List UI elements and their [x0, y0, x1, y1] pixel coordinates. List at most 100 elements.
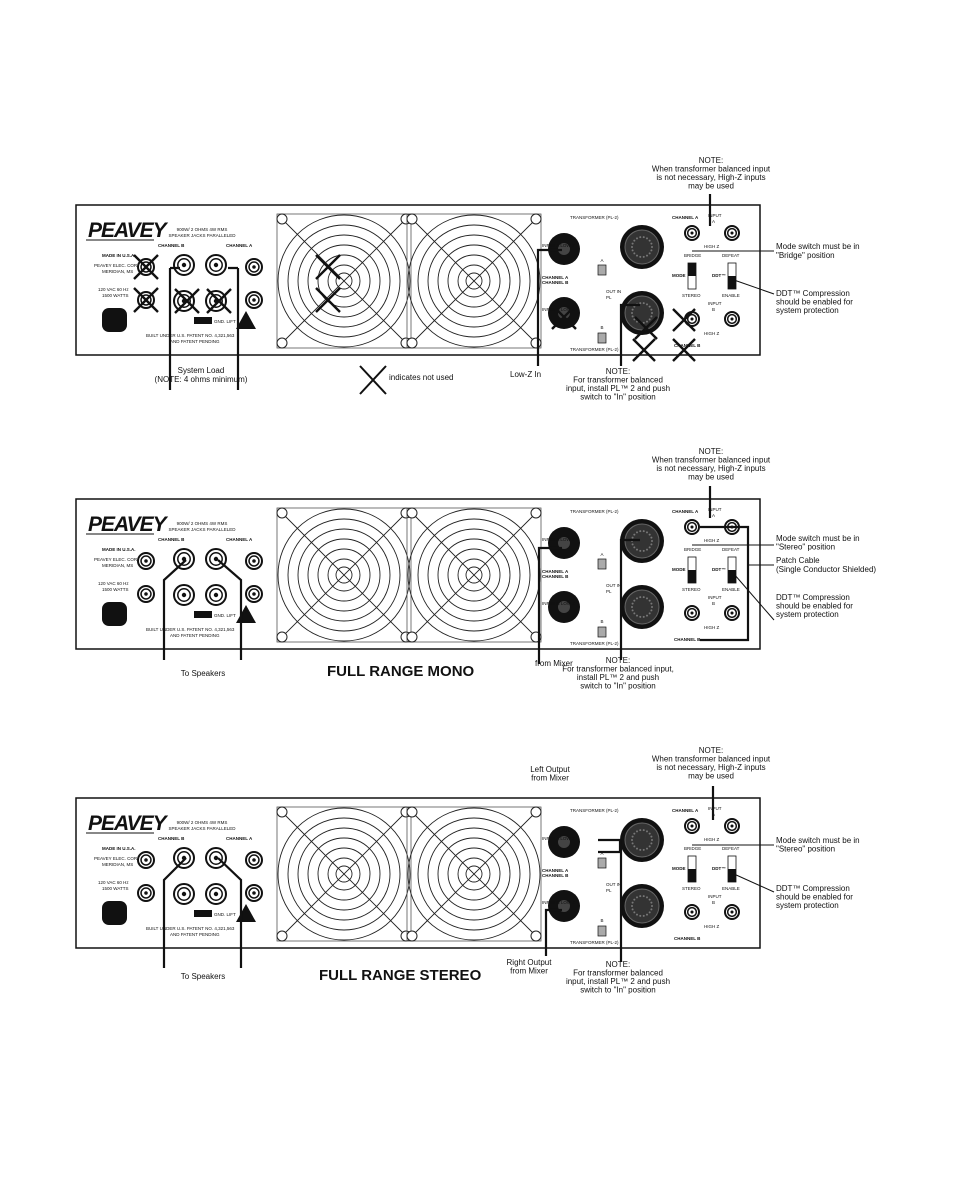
mode-label: MODE — [672, 866, 686, 871]
high-z-jack-a1[interactable] — [684, 818, 700, 834]
speaker-jack[interactable] — [173, 883, 195, 905]
ground-lift-label: GND. LIFT — [214, 912, 236, 917]
pl-label: PL — [606, 888, 612, 893]
speaker-jack[interactable] — [205, 847, 227, 869]
system-load-cable — [168, 266, 240, 390]
not-used-x-mark — [632, 338, 656, 362]
transformer-b-connector[interactable] — [620, 291, 664, 335]
transformer-a-connector[interactable] — [620, 225, 664, 269]
stereo-top-note-line-0: NOTE: — [699, 746, 723, 755]
binding-post[interactable] — [245, 884, 263, 902]
binding-post[interactable] — [245, 552, 263, 570]
input-b-letter: B — [712, 307, 715, 312]
high-z-jack-b1[interactable] — [684, 605, 700, 621]
power-cord-socket[interactable] — [102, 602, 127, 626]
speaker-rating-label: 900W/ 2 OHMS 4W RMS — [177, 227, 228, 232]
input-b-letter: B — [712, 601, 715, 606]
binding-post[interactable] — [245, 851, 263, 869]
power-cord-socket[interactable] — [102, 901, 127, 925]
transformer-b-connector[interactable] — [620, 884, 664, 928]
input-a-label: INPUT A LOW Z — [542, 537, 575, 542]
patent-pending-label: AND PATENT PENDING — [170, 932, 220, 937]
input-b-lowz-jack[interactable] — [548, 591, 580, 623]
input-b-lowz-jack[interactable] — [548, 297, 580, 329]
binding-post[interactable] — [137, 552, 155, 570]
high-z-jack-b1[interactable] — [684, 904, 700, 920]
high-z-jack-b2[interactable] — [724, 311, 740, 327]
transformer-note-leader — [619, 538, 640, 660]
high-z-jack-b2[interactable] — [724, 605, 740, 621]
high-z-jack-a2[interactable] — [724, 225, 740, 241]
speaker-jack[interactable] — [205, 290, 227, 312]
lowz-cable — [536, 248, 562, 366]
stereo-ddt-note-line-2: system protection — [776, 901, 839, 910]
input-a-lowz-jack[interactable] — [548, 826, 580, 858]
patch-cable-note-line-0: Patch Cable — [776, 556, 820, 565]
binding-post[interactable] — [137, 884, 155, 902]
patent-pending-label: AND PATENT PENDING — [170, 633, 220, 638]
input-a-lowz-jack[interactable] — [548, 527, 580, 559]
ground-lift-switch[interactable] — [194, 317, 212, 324]
pl-switch-b[interactable] — [597, 332, 607, 344]
pl-switch-b[interactable] — [597, 925, 607, 937]
pl-switch-a[interactable] — [597, 558, 607, 570]
transformer-label-bottom: TRANSFORMER (PL-2) — [570, 641, 619, 646]
switch-b-label: B — [600, 918, 603, 923]
speaker-jack[interactable] — [205, 883, 227, 905]
speaker-jack[interactable] — [205, 584, 227, 606]
binding-post[interactable] — [245, 291, 263, 309]
pl-switch-b[interactable] — [597, 626, 607, 638]
speaker-jack[interactable] — [173, 290, 195, 312]
speaker-jack[interactable] — [173, 254, 195, 276]
pl-switch-a[interactable] — [597, 264, 607, 276]
transformer-a-connector[interactable] — [620, 818, 664, 862]
speaker-jack[interactable] — [205, 254, 227, 276]
to-speakers-label: To Speakers — [181, 669, 225, 678]
pl-switch-a[interactable] — [597, 857, 607, 869]
high-z-jack-a1[interactable] — [684, 519, 700, 535]
switch-b-label: B — [600, 325, 603, 330]
ddt-label: DDT™ — [712, 567, 726, 572]
pl-label: PL — [606, 589, 612, 594]
chan-ab-label-2: CHANNEL B — [542, 574, 569, 579]
ground-lift-switch[interactable] — [194, 611, 212, 618]
left-output-label-line-0: Left Output — [530, 765, 570, 774]
peavey-logo: PEAVEY — [88, 812, 169, 835]
speaker-jack[interactable] — [205, 548, 227, 570]
input-a-label: INPUT A LOW Z — [542, 836, 575, 841]
transformer-label-top: TRANSFORMER (PL-2) — [570, 215, 619, 220]
mono-top-note-line-0: NOTE: — [699, 447, 723, 456]
speaker-jack[interactable] — [173, 548, 195, 570]
speaker-cable — [162, 559, 243, 660]
out-in-label: OUT IN — [606, 289, 621, 294]
transformer-note-leader — [619, 303, 640, 366]
patch-cable-note-line-1: (Single Conductor Shielded) — [776, 565, 876, 574]
speaker-jack[interactable] — [173, 584, 195, 606]
not-used-x-mark — [133, 254, 159, 280]
input-a-letter: A — [712, 219, 715, 224]
binding-post[interactable] — [137, 851, 155, 869]
speaker-jack[interactable] — [173, 847, 195, 869]
mixer-input-cable — [537, 546, 562, 664]
bridge-mode-note-line-1: "Bridge" position — [776, 251, 835, 260]
input-a-lowz-jack[interactable] — [548, 233, 580, 265]
high-z-a-label: HIGH Z — [704, 244, 720, 249]
switch-a-label: A — [600, 851, 603, 856]
high-z-jack-a2[interactable] — [724, 818, 740, 834]
input-b-lowz-jack[interactable] — [548, 890, 580, 922]
binding-post[interactable] — [245, 585, 263, 603]
high-z-jack-a1[interactable] — [684, 225, 700, 241]
input-b-label: INPUT B LOW Z — [542, 601, 575, 606]
input-a-label: INPUT A LOW Z — [542, 243, 575, 248]
power-cord-socket[interactable] — [102, 308, 127, 332]
high-z-jack-b2[interactable] — [724, 904, 740, 920]
transformer-b-connector[interactable] — [620, 585, 664, 629]
binding-post[interactable] — [137, 585, 155, 603]
binding-post[interactable] — [245, 258, 263, 276]
transformer-a-connector[interactable] — [620, 519, 664, 563]
ground-lift-switch[interactable] — [194, 910, 212, 917]
bridge-ddt-note-line-2: system protection — [776, 306, 839, 315]
not-used-x-mark — [133, 287, 159, 313]
legend-x-icon — [359, 365, 387, 395]
